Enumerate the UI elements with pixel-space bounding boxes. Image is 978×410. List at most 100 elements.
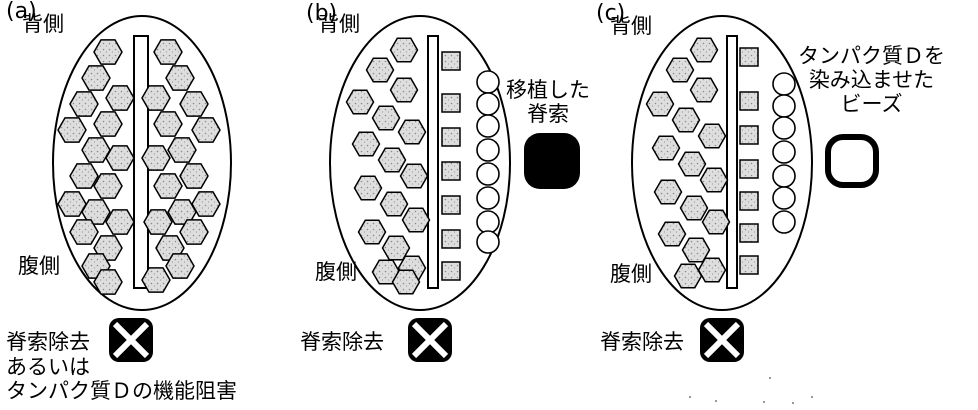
hexagon-cell — [167, 137, 197, 163]
bead-label-c: タンパク質Ｄを 染み込ませた ビーズ — [798, 44, 945, 116]
square-cell — [441, 261, 461, 281]
removal-x-icon — [700, 318, 744, 362]
circle-cell — [772, 186, 796, 210]
hexagon-cell — [81, 199, 111, 225]
hexagon-cell — [673, 263, 703, 289]
hexagon-cell — [141, 267, 171, 293]
circle-cell — [476, 70, 500, 94]
dorsal-label-b: 背側 — [318, 12, 360, 36]
panel-label-b: (b) — [306, 1, 338, 26]
circle-cell — [476, 92, 500, 116]
circle-cell — [476, 230, 500, 254]
hexagon-cell — [57, 117, 87, 143]
hexagon-cell — [81, 65, 111, 91]
hexagon-cell — [697, 123, 727, 149]
hexagon-cell — [191, 117, 221, 143]
hexagon-cell — [391, 269, 421, 295]
square-cells — [739, 47, 759, 275]
removal-x-icon — [408, 318, 452, 362]
scan-speckles — [689, 377, 813, 404]
hexagon-cells-right — [141, 39, 221, 293]
hexagon-cell — [141, 145, 171, 171]
circle-cell — [476, 138, 500, 162]
square-cell — [739, 47, 759, 67]
hexagon-cell — [689, 37, 719, 63]
hexagon-cell — [365, 57, 395, 83]
square-cell — [739, 91, 759, 111]
square-cell — [441, 93, 461, 113]
dorsal-label-c: 背側 — [610, 14, 652, 38]
hexagon-cell — [69, 219, 99, 245]
circle-cell — [476, 210, 500, 234]
floor-plate-bar — [427, 35, 439, 289]
square-cell — [441, 195, 461, 215]
hexagon-cell — [141, 85, 171, 111]
hexagon-cell — [653, 179, 683, 205]
hexagon-cell — [701, 209, 731, 235]
hexagon-cell — [93, 173, 123, 199]
hexagon-cell — [93, 39, 123, 65]
removal-label-b: 脊索除去 — [300, 330, 384, 354]
square-cell — [441, 127, 461, 147]
hexagon-cell — [93, 269, 123, 295]
hexagon-cell — [389, 37, 419, 63]
hexagon-cell — [699, 167, 729, 193]
hexagon-cell — [353, 175, 383, 201]
circle-cell — [772, 140, 796, 164]
hexagon-cell — [345, 89, 375, 115]
ventral-label-b: 腹側 — [315, 260, 357, 284]
hexagon-cell — [397, 119, 427, 145]
floor-plate-bar — [726, 35, 738, 289]
hexagon-cell — [105, 145, 135, 171]
removal-note-a: あるいは タンパク質Ｄの機能阻害 — [6, 355, 237, 403]
square-cell — [739, 125, 759, 145]
panel-c — [631, 15, 879, 362]
circle-cell — [476, 186, 500, 210]
hexagon-cell — [689, 77, 719, 103]
hexagon-cell — [153, 173, 183, 199]
square-cell — [441, 161, 461, 181]
implant-label-b: 移植した 脊索 — [506, 78, 590, 126]
hexagon-cell — [153, 111, 183, 137]
hexagon-cell — [165, 253, 195, 279]
hexagon-cell — [677, 151, 707, 177]
square-cell — [739, 191, 759, 211]
hexagon-cell — [105, 209, 135, 235]
hexagon-cell — [69, 91, 99, 117]
hexagon-cell — [389, 77, 419, 103]
panel-label-a: (a) — [6, 0, 37, 24]
square-cell — [739, 223, 759, 243]
circle-cell — [476, 114, 500, 138]
hexagon-cell — [371, 105, 401, 131]
panel-label-c: (c) — [596, 1, 626, 26]
square-cell — [739, 255, 759, 275]
panel-b — [329, 15, 580, 362]
circle-cells — [476, 70, 500, 254]
hexagon-cell — [153, 39, 183, 65]
hexagon-cell — [351, 131, 381, 157]
hexagon-cell — [671, 107, 701, 133]
hexagon-cell — [679, 195, 709, 221]
hexagon-cell — [179, 219, 209, 245]
hexagon-cell — [81, 137, 111, 163]
hexagon-cell — [143, 209, 173, 235]
square-cell — [441, 229, 461, 249]
hexagon-cell — [665, 57, 695, 83]
hexagon-cell — [379, 191, 409, 217]
circle-cell — [772, 164, 796, 188]
circle-cell — [772, 116, 796, 140]
ventral-label-c: 腹側 — [610, 262, 652, 286]
panel-a — [52, 15, 232, 362]
hexagon-cell — [357, 219, 387, 245]
hexagon-cell — [165, 65, 195, 91]
hexagon-cell — [645, 91, 675, 117]
hexagon-cell — [697, 257, 727, 283]
square-cell — [739, 159, 759, 179]
implanted-notochord-icon — [524, 133, 580, 189]
hexagon-cell — [105, 85, 135, 111]
ventral-label-a: 腹側 — [18, 254, 60, 278]
square-cells — [441, 51, 461, 281]
hexagon-cell — [399, 163, 429, 189]
circle-cells — [772, 72, 796, 234]
